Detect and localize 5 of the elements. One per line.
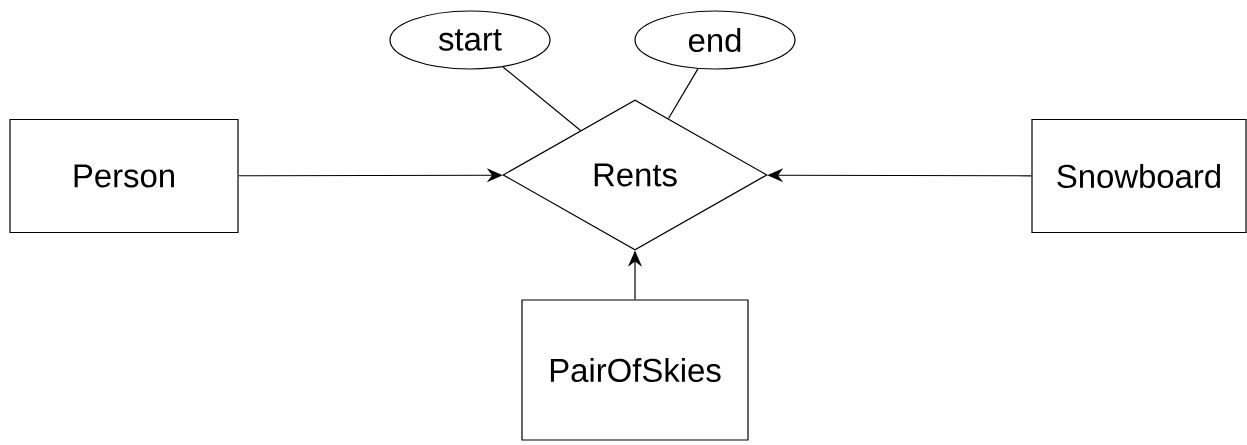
- connector-line: [667, 68, 699, 120]
- entity-box: Person: [9, 118, 239, 234]
- connector-line: [502, 66, 582, 132]
- entity-box: Snowboard: [1031, 118, 1247, 234]
- entity-box: PairOfSkies: [521, 299, 749, 441]
